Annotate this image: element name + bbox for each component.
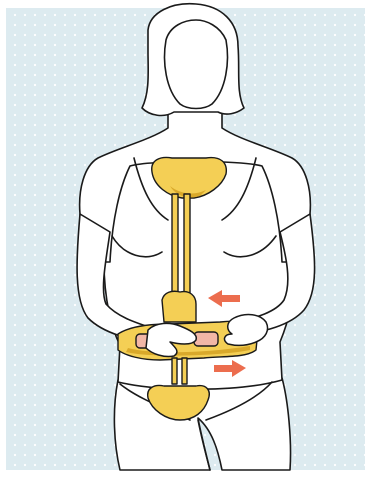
lower-bar-right xyxy=(182,358,187,384)
buckle-right xyxy=(194,332,218,346)
lower-bar-left xyxy=(172,358,177,384)
abdominal-pad xyxy=(162,291,196,322)
face xyxy=(165,20,228,109)
